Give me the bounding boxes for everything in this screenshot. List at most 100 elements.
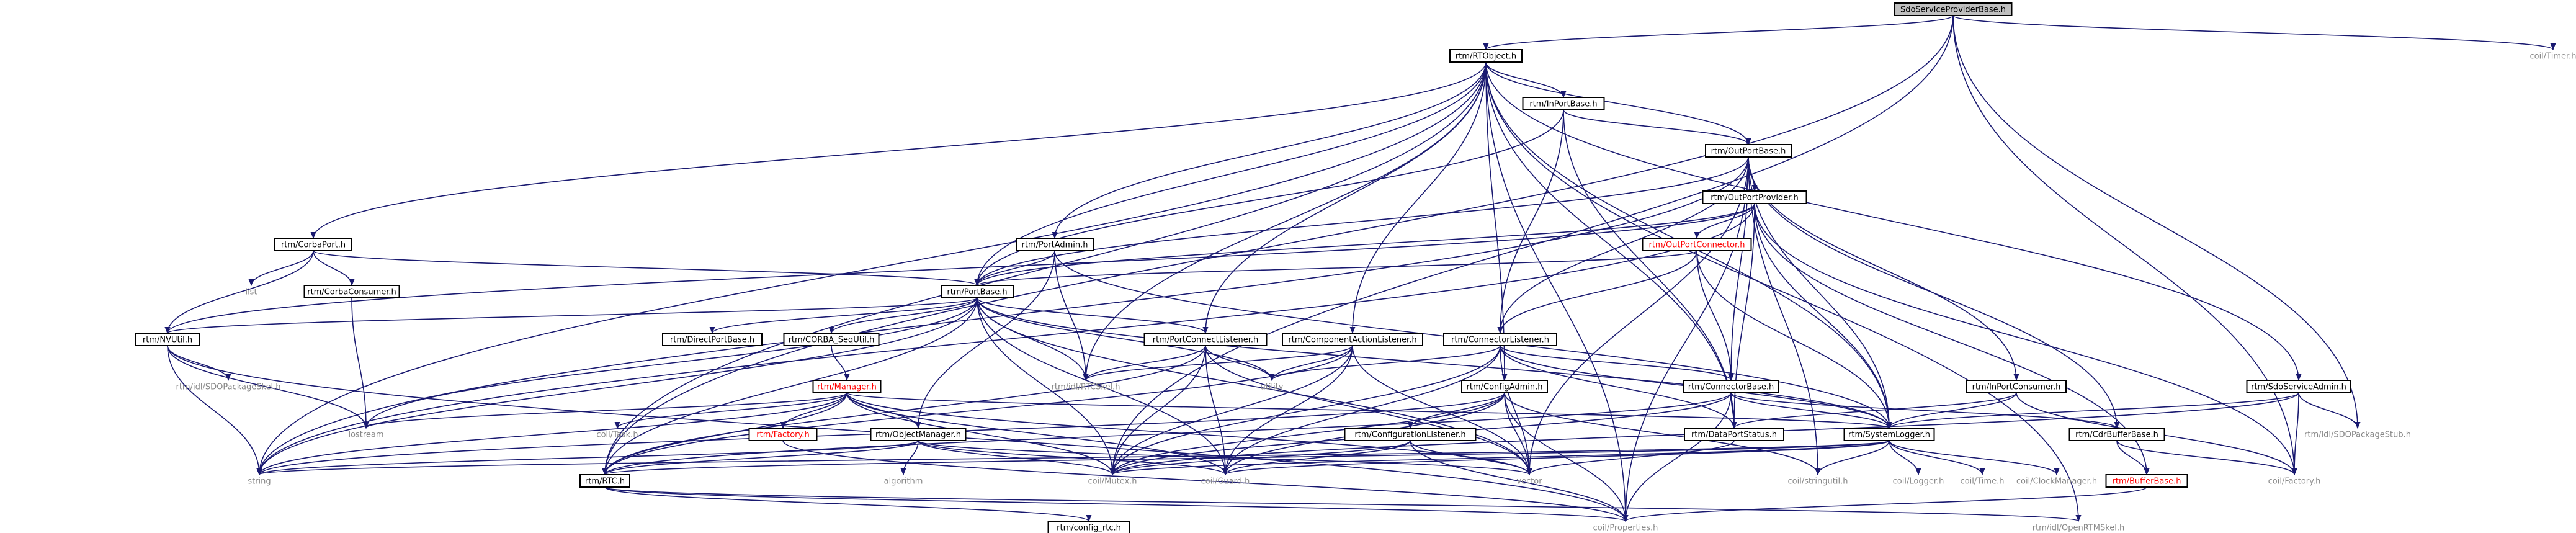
edge-sdoserviceproviderbase-h-to-rtm-rtc-h (602, 15, 1954, 476)
node-rtm-outportbase-h[interactable]: rtm/OutPortBase.h (1705, 144, 1792, 158)
node-vector[interactable]: vector (1511, 475, 1547, 487)
edge-rtm-nvutil-h-to-iostream (167, 345, 369, 429)
edge-rtm-rtobject-h-to-rtm-portbase-h (974, 61, 1487, 287)
edge-rtm-corbaport-h-to-rtm-portbase-h (313, 250, 980, 287)
node-box (1461, 380, 1548, 393)
node-box (2105, 474, 2188, 488)
node-coil-timer-h[interactable]: coil/Timer.h (2521, 50, 2576, 62)
edge-rtm-inportbase-h-to-rtm-dataportstatus-h (1563, 109, 1737, 429)
node-rtm-connectorbase-h[interactable]: rtm/ConnectorBase.h (1683, 380, 1779, 393)
node-coil-properties-h[interactable]: coil/Properties.h (1583, 521, 1668, 533)
edge-rtm-corba-sequtil-h-to-rtm-manager-h (831, 345, 850, 382)
node-rtm-idl-sdopackagestub-h[interactable]: rtm/idl/SDOPackageStub.h (2299, 428, 2417, 441)
node-rtm-rtc-h[interactable]: rtm/RTC.h (579, 474, 630, 488)
edge-rtm-portbase-h-to-vector (977, 297, 1532, 476)
node-box (1282, 333, 1423, 346)
node-coil-guard-h[interactable]: coil/Guard.h (1194, 475, 1257, 487)
node-coil-factory-h[interactable]: coil/Factory.h (2258, 475, 2330, 487)
edge-rtm-outportprovider-h-to-string (256, 203, 1755, 476)
node-rtm-portconnectlistener-h[interactable]: rtm/PortConnectListener.h (1143, 333, 1268, 346)
edge-rtm-rtobject-h-to-rtm-sdoserviceadmin-h (1485, 61, 2302, 382)
edge-rtm-sdoserviceadmin-h-to-rtm-idl-sdopackagestub-h (2298, 392, 2361, 429)
node-coil-stringutil-h[interactable]: coil/stringutil.h (1775, 475, 1861, 487)
node-label: rtm/config_rtc.h (1057, 524, 1121, 533)
node-coil-mutex-h[interactable]: coil/Mutex.h (1081, 475, 1144, 487)
edge-rtm-portbase-h-to-rtm-corba-sequtil-h (828, 297, 978, 334)
edge-rtm-rtobject-h-to-rtm-portadmin-h (1052, 61, 1487, 240)
node-rtm-config-rtc-h[interactable]: rtm/config_rtc.h (1047, 521, 1130, 533)
node-utility[interactable]: utility (1252, 380, 1292, 393)
edge-rtm-outportprovider-h-to-rtm-portbase-h (974, 203, 1755, 287)
edge-rtm-corbaconsumer-h-to-iostream (351, 297, 369, 429)
edge-rtm-inportconsumer-h-to-rtm-dataportstatus-h (1731, 392, 2017, 429)
node-label: rtm/idl/SDOPackageStub.h (2304, 431, 2411, 440)
node-label: rtm/OutPortProvider.h (1711, 194, 1799, 203)
node-rtm-configurationlistener-h[interactable]: rtm/ConfigurationListener.h (1344, 428, 1477, 441)
node-box (1642, 238, 1752, 251)
edge-rtm-portbase-h-to-rtm-rtc-h (602, 297, 978, 476)
edge-rtm-connectorlistener-h-to-rtm-dataportstatus-h (1500, 345, 1737, 429)
node-coil-task-h[interactable]: coil/Task.h (588, 428, 646, 441)
node-algorithm[interactable]: algorithm (879, 475, 928, 487)
node-box (303, 285, 400, 298)
node-rtm-manager-h[interactable]: rtm/Manager.h (812, 380, 882, 393)
node-label: rtm/OutPortBase.h (1711, 147, 1786, 156)
edge-rtm-sdoserviceadmin-h-to-rtm-systemlogger-h (1886, 392, 2299, 429)
node-rtm-connectorlistener-h[interactable]: rtm/ConnectorListener.h (1443, 333, 1557, 346)
node-rtm-portadmin-h[interactable]: rtm/PortAdmin.h (1016, 238, 1094, 251)
edge-rtm-outportbase-h-to-vector (1526, 156, 1749, 476)
edge-rtm-manager-h-to-coil-task-h (614, 392, 847, 429)
node-iostream[interactable]: iostream (344, 428, 388, 441)
node-rtm-configadmin-h[interactable]: rtm/ConfigAdmin.h (1461, 380, 1548, 393)
node-rtm-idl-sdopackageskel-h[interactable]: rtm/idl/SDOPackageSkel.h (170, 380, 287, 393)
edge-rtm-componentactionlistener-h-to-rtm-idl-rtcskel-h (1083, 345, 1353, 382)
node-rtm-bufferbase-h[interactable]: rtm/BufferBase.h (2105, 474, 2188, 488)
edge-rtm-inportbase-h-to-rtm-outportbase-h (1563, 109, 1751, 146)
node-rtm-corbaport-h[interactable]: rtm/CorbaPort.h (274, 238, 352, 251)
edge-rtm-manager-h-to-coil-guard-h (846, 392, 1228, 476)
file-nodes: SdoServiceProviderBase.h rtm/RTObject.h co… (135, 2, 2576, 533)
node-label: rtm/Factory.h (756, 431, 810, 440)
node-rtm-nvutil-h[interactable]: rtm/NVUtil.h (135, 333, 200, 346)
node-label: rtm/SdoServiceAdmin.h (2251, 383, 2346, 392)
node-rtm-portbase-h[interactable]: rtm/PortBase.h (941, 285, 1014, 298)
node-rtm-corba-sequtil-h[interactable]: rtm/CORBA_SeqUtil.h (783, 333, 880, 346)
node-rtm-cdrbufferbase-h[interactable]: rtm/CdrBufferBase.h (2068, 428, 2165, 441)
edge-rtm-sdoserviceadmin-h-to-coil-factory-h (2291, 392, 2299, 476)
edge-rtm-rtobject-h-to-rtm-rtc-h (602, 61, 1487, 476)
node-rtm-idl-rtcskel-h[interactable]: rtm/idl/RTCSkel.h (1043, 380, 1129, 393)
node-label: list (245, 288, 257, 297)
edge-sdoserviceproviderbase-h-to-rtm-rtobject-h (1483, 15, 1954, 51)
node-rtm-factory-h[interactable]: rtm/Factory.h (748, 428, 818, 441)
node-string[interactable]: string (241, 475, 277, 487)
node-coil-logger-h[interactable]: coil/Logger.h (1885, 475, 1952, 487)
node-rtm-inportconsumer-h[interactable]: rtm/InPortConsumer.h (1966, 380, 2067, 393)
node-rtm-inportbase-h[interactable]: rtm/InPortBase.h (1522, 97, 1605, 110)
node-coil-time-h[interactable]: coil/Time.h (1953, 475, 2011, 487)
edge-rtm-factory-h-to-coil-properties-h (782, 440, 1629, 522)
node-rtm-componentactionlistener-h[interactable]: rtm/ComponentActionListener.h (1282, 333, 1423, 346)
edge-rtm-portadmin-h-to-rtm-portbase-h (974, 250, 1055, 287)
node-coil-clockmanager-h[interactable]: coil/ClockManager.h (2010, 475, 2104, 487)
node-rtm-idl-openrtmskel-h[interactable]: rtm/idl/OpenRTMSkel.h (2027, 521, 2131, 533)
node-label: rtm/CORBA_SeqUtil.h (789, 336, 875, 345)
node-rtm-objectmanager-h[interactable]: rtm/ObjectManager.h (870, 428, 967, 441)
edge-rtm-outportconnector-h-to-rtm-connectorlistener-h (1497, 250, 1697, 334)
node-rtm-directportbase-h[interactable]: rtm/DirectPortBase.h (662, 333, 763, 346)
node-label: rtm/PortBase.h (947, 288, 1007, 297)
node-rtm-corbaconsumer-h[interactable]: rtm/CorbaConsumer.h (303, 285, 400, 298)
edge-rtm-rtc-h-to-coil-properties-h (604, 486, 1628, 522)
edge-rtm-corbaport-h-to-rtm-nvutil-h (164, 250, 314, 334)
node-rtm-outportconnector-h[interactable]: rtm/OutPortConnector.h (1642, 238, 1752, 251)
node-rtm-rtobject-h[interactable]: rtm/RTObject.h (1449, 49, 1523, 63)
node-sdoserviceproviderbase-h[interactable]: SdoServiceProviderBase.h (1894, 2, 2013, 16)
node-box (1016, 238, 1094, 251)
node-rtm-dataportstatus-h[interactable]: rtm/DataPortStatus.h (1684, 428, 1784, 441)
node-rtm-sdoserviceadmin-h[interactable]: rtm/SdoServiceAdmin.h (2246, 380, 2351, 393)
node-rtm-systemlogger-h[interactable]: rtm/SystemLogger.h (1843, 428, 1935, 441)
node-rtm-outportprovider-h[interactable]: rtm/OutPortProvider.h (1702, 190, 1807, 204)
node-list[interactable]: list (238, 285, 265, 298)
edge-rtm-outportbase-h-to-rtm-cdrbufferbase-h (1748, 156, 2120, 429)
edge-rtm-manager-h-to-rtm-factory-h (780, 392, 847, 429)
